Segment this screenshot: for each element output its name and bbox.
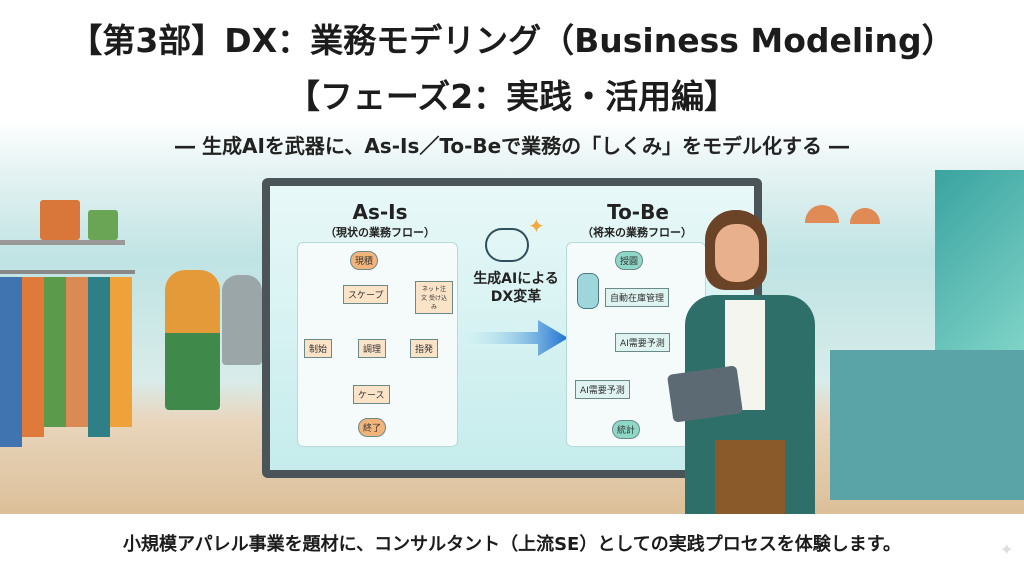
ai-dx-label: 生成AIによる DX変革 bbox=[466, 270, 566, 306]
consultant-person bbox=[660, 210, 830, 515]
flow-node: 統計 bbox=[612, 420, 641, 439]
pendant-lamp bbox=[805, 205, 839, 223]
flow-node: ネット注文 受け込み bbox=[415, 281, 453, 314]
counter bbox=[830, 350, 1024, 500]
tablet-icon bbox=[667, 365, 743, 423]
flow-node: AI需要予測 bbox=[615, 333, 670, 352]
flow-node: 自動在庫管理 bbox=[605, 288, 670, 307]
mannequin-blouse bbox=[222, 275, 262, 365]
shelf-bags bbox=[0, 195, 125, 245]
flow-node: 制始 bbox=[304, 339, 333, 358]
clothing-rack-left bbox=[0, 265, 140, 485]
sparkle-watermark-icon: ✦ bbox=[1000, 540, 1014, 559]
ai-label-line1: 生成AIによる bbox=[473, 271, 559, 287]
flow-node: 現積 bbox=[350, 251, 379, 270]
as-is-panel: 現積 スケープ ネット注文 受け込み 制始 調理 指発 ケース 終了 bbox=[297, 242, 458, 447]
flow-node: 指発 bbox=[410, 339, 439, 358]
page-title-line1: 【第3部】DX：業務モデリング（Business Modeling） bbox=[69, 21, 955, 60]
subtitle: ― 生成AIを武器に、As-Is／To-Beで業務の「しくみ」をモデル化する ― bbox=[175, 134, 849, 158]
flow-node: AI需要予測 bbox=[575, 380, 630, 399]
flow-node: スケープ bbox=[343, 285, 389, 304]
brain-icon bbox=[485, 228, 529, 262]
flow-node: ケース bbox=[353, 385, 390, 404]
as-is-title: As-Is bbox=[352, 200, 408, 224]
ai-label-line2: DX変革 bbox=[490, 289, 542, 305]
to-be-title: To-Be bbox=[607, 200, 669, 224]
database-icon bbox=[577, 273, 599, 309]
sparkle-icon: ✦ bbox=[528, 214, 545, 238]
to-be-caption: （将来の業務フロー） bbox=[582, 226, 692, 239]
page-title-line2: 【フェーズ2：実践・活用編】 bbox=[286, 77, 738, 116]
flow-node: 調理 bbox=[358, 339, 387, 358]
mannequin-dress bbox=[165, 270, 220, 410]
to-be-panel: 授圓 自動在庫管理 AI需要予測 AI需要予測 統計 bbox=[566, 242, 706, 447]
flow-node: 終了 bbox=[358, 418, 387, 437]
flow-node: 授圓 bbox=[615, 251, 644, 270]
pendant-lamp bbox=[850, 208, 880, 224]
transformation-arrow-icon bbox=[458, 320, 568, 356]
as-is-caption: （現状の業務フロー） bbox=[325, 226, 435, 239]
footer-banner bbox=[0, 514, 1024, 571]
window bbox=[935, 170, 1024, 350]
footer-text: 小規模アパレル事業を題材に、コンサルタント（上流SE）としての実践プロセスを体験… bbox=[122, 534, 901, 555]
